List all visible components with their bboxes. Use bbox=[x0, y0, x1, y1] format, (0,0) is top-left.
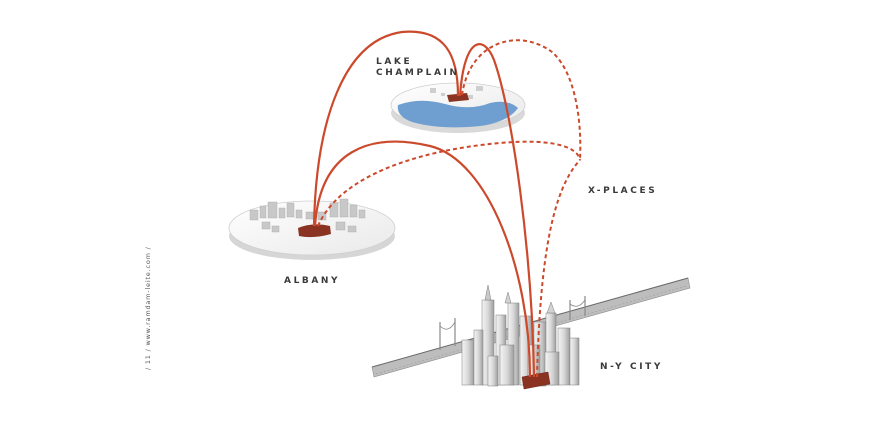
albany-island bbox=[228, 198, 396, 260]
lake-champlain-island bbox=[390, 82, 526, 133]
arc-nyc-lake bbox=[458, 43, 536, 378]
x-places-arcs bbox=[317, 39, 582, 378]
label-lake-line1: LAKE bbox=[376, 57, 413, 67]
label-lake-champlain: LAKE CHAMPLAIN bbox=[376, 57, 460, 79]
arc-lake-xplaces bbox=[461, 39, 582, 161]
label-albany: ALBANY bbox=[284, 276, 341, 286]
label-lake-line2: CHAMPLAIN bbox=[376, 68, 460, 78]
ny-city-skyline bbox=[461, 284, 580, 390]
label-x-places: X-PLACES bbox=[588, 186, 658, 196]
lake-water bbox=[397, 100, 518, 128]
website-credit: / 11 / www.ramdam-leite.com / bbox=[144, 246, 152, 370]
arc-albany-xplaces bbox=[317, 140, 581, 227]
label-ny-city: N-Y CITY bbox=[600, 362, 664, 372]
connection-arcs bbox=[312, 30, 536, 378]
arc-nyc-xplaces bbox=[536, 159, 581, 378]
arc-albany-lake bbox=[312, 30, 460, 227]
arc-nyc-albany bbox=[313, 140, 532, 378]
